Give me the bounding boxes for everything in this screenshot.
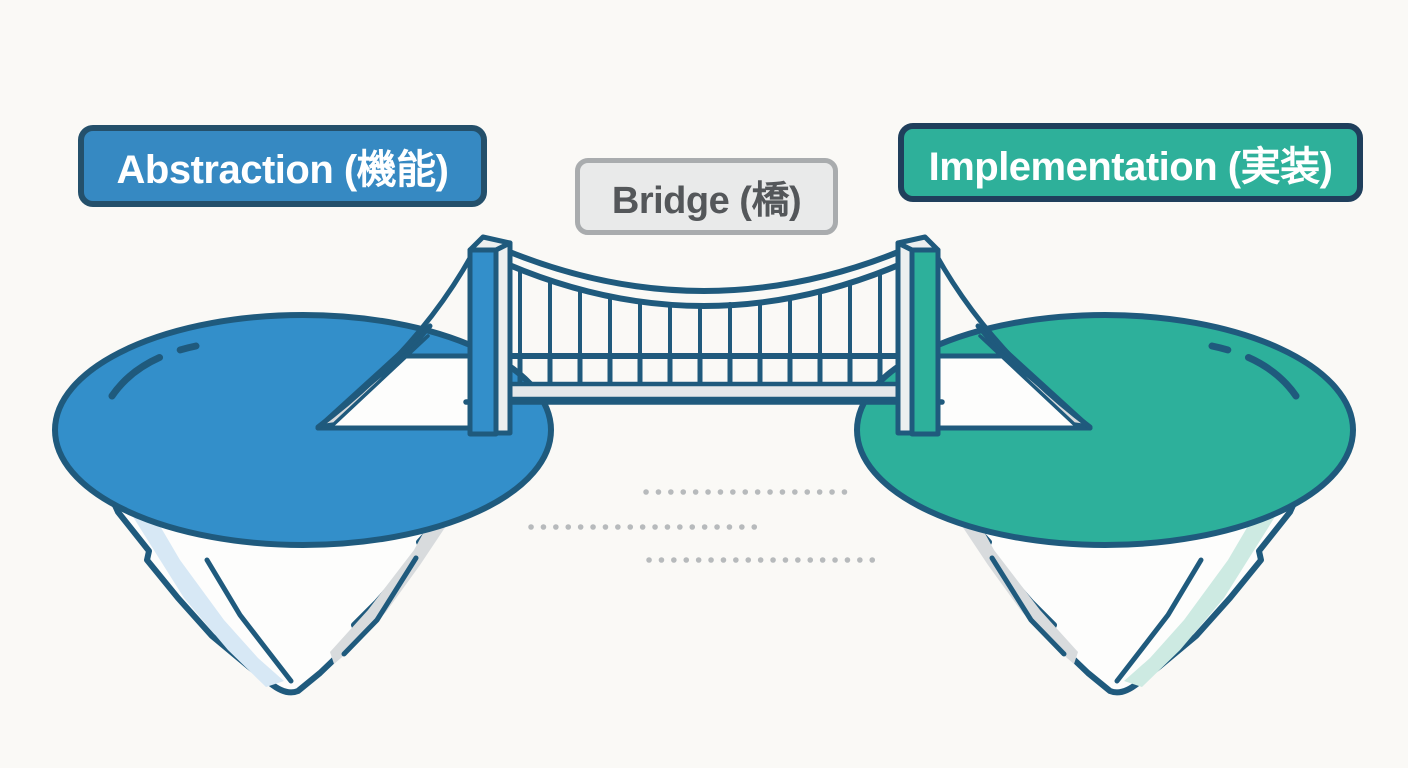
implementation-label: Implementation (実装) [898,123,1363,202]
bridge-label: Bridge (橋) [575,158,838,235]
right-tower [895,234,941,437]
bridge-label-text: Bridge (橋) [611,180,802,222]
main-cable-lower [488,254,920,309]
bridge-deck [467,381,941,402]
main-cable-upper [481,238,927,294]
bridge-towers [467,234,941,437]
left-tower-face [467,247,499,437]
abstraction-label-text: Abstraction (機能) [116,148,450,192]
right-tower-face [909,247,941,437]
left-backstay-cable [315,248,477,430]
left-tower [467,234,513,437]
railing-posts [517,353,883,389]
suspension-bridge [315,234,1093,437]
dotted-connection-lines [528,489,881,563]
right-backstay-cable [931,248,1093,430]
right-tower-cap [895,234,941,253]
backstay-cables [315,248,1093,430]
abstraction-label: Abstraction (機能) [78,125,487,207]
left-tower-cap [467,234,513,253]
suspender-cables [518,267,882,358]
implementation-label-text: Implementation (実装) [928,144,1333,189]
